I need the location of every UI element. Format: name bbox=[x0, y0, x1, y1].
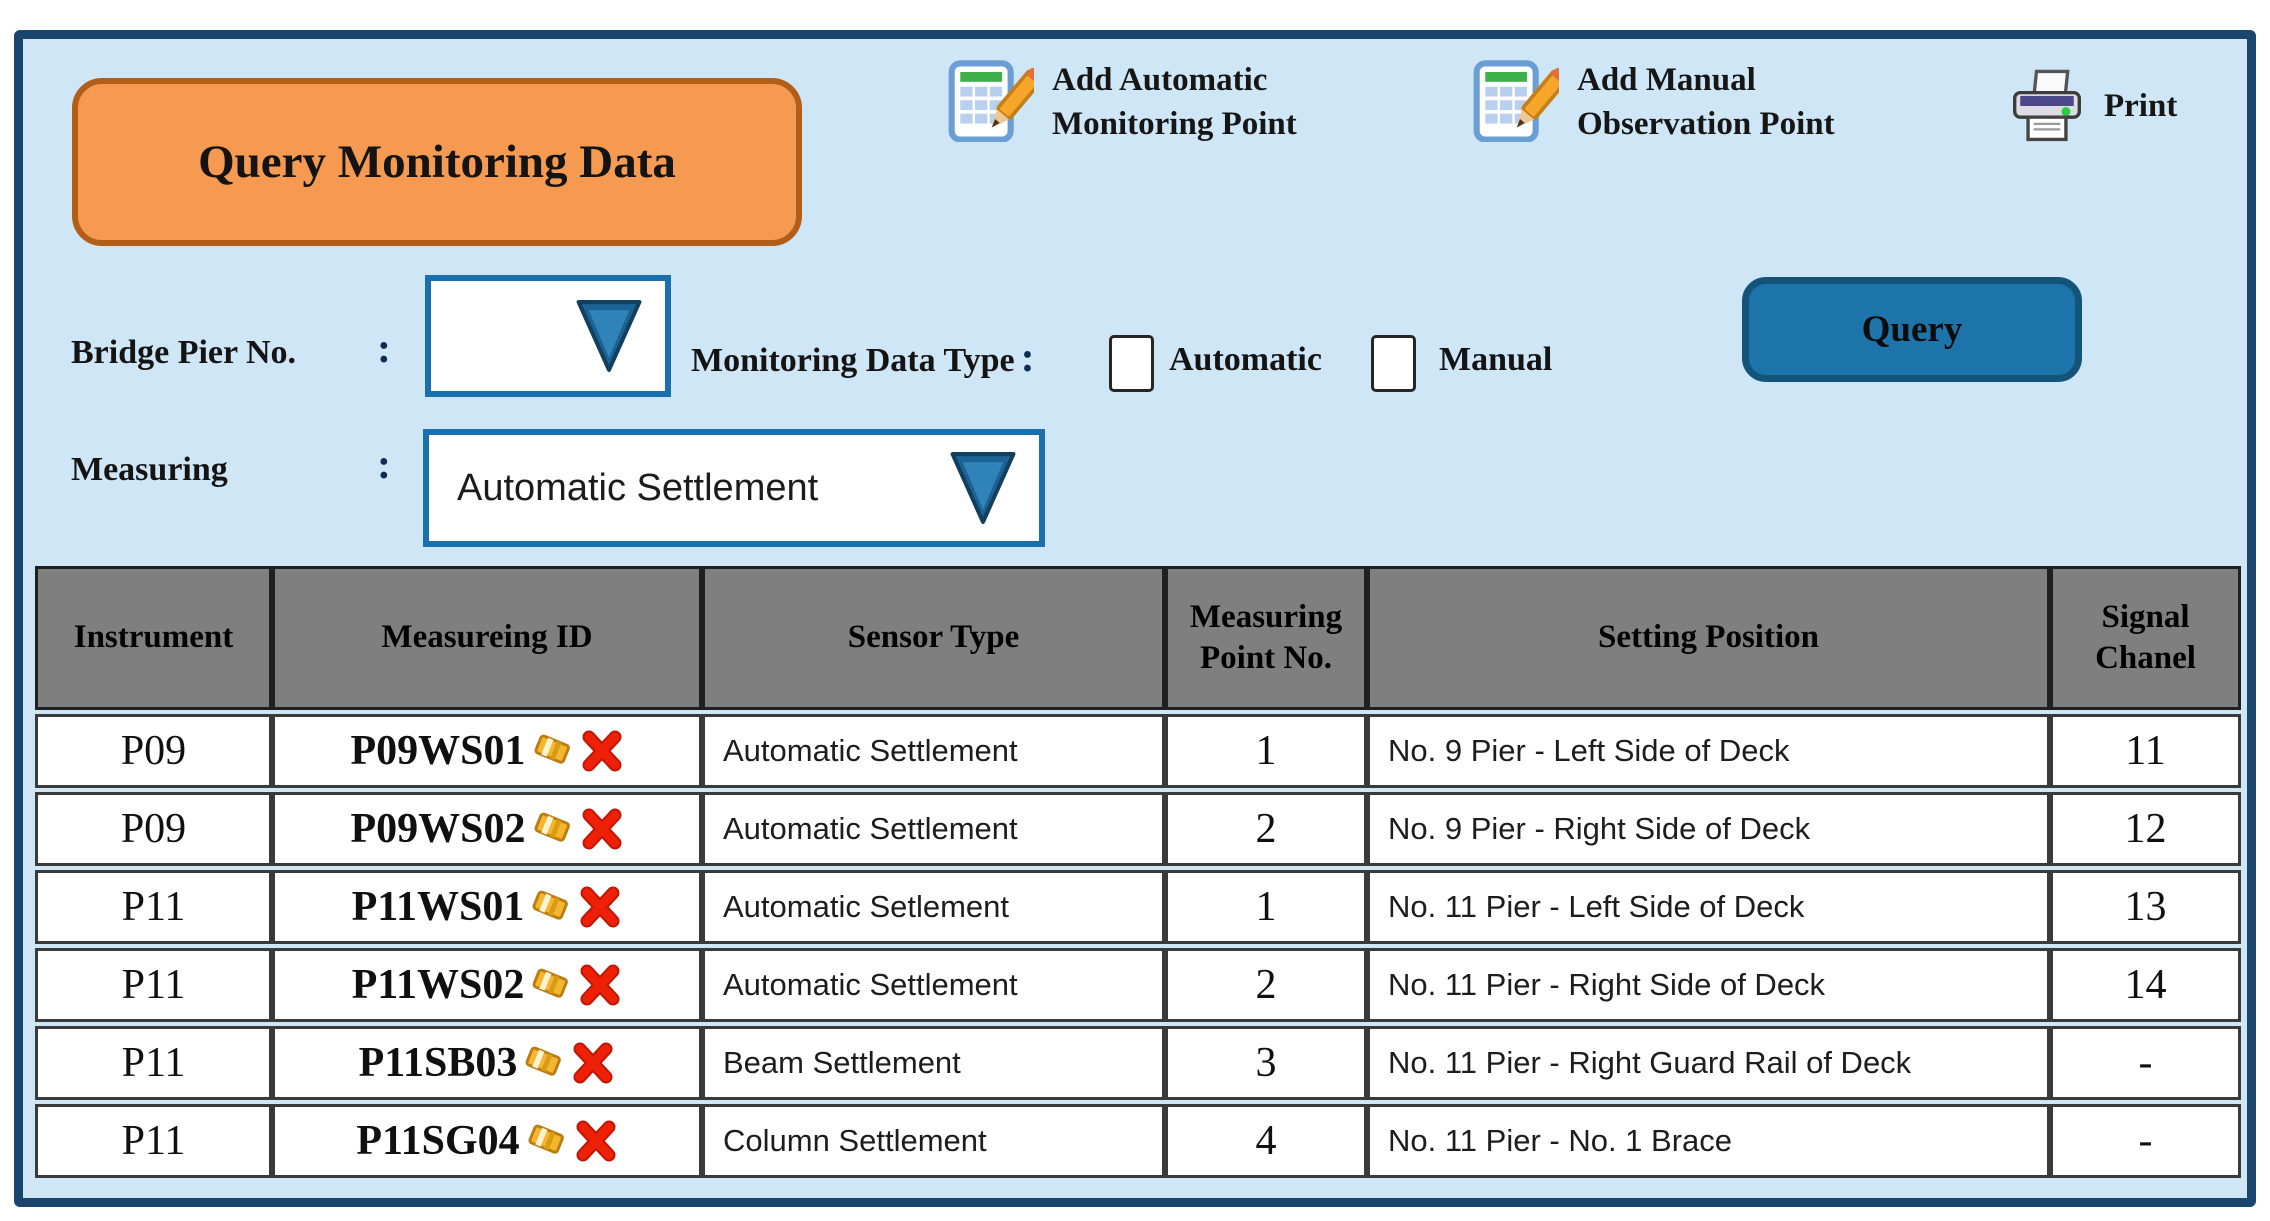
signal-chanel-cell: 12 bbox=[2050, 792, 2241, 866]
signal-chanel-cell: 14 bbox=[2050, 948, 2241, 1022]
bridge-pier-label: Bridge Pier No. bbox=[71, 334, 297, 371]
measuring-point-no-cell: 3 bbox=[1165, 1026, 1367, 1100]
header-measuring-point-no: Measuring Point No. bbox=[1165, 566, 1367, 710]
delete-icon[interactable] bbox=[578, 963, 622, 1007]
edit-tag-icon[interactable] bbox=[523, 1042, 565, 1084]
signal-chanel-cell: 11 bbox=[2050, 714, 2241, 788]
add-automatic-label-line1: Add Automatic bbox=[1052, 62, 1268, 98]
delete-icon[interactable] bbox=[578, 885, 622, 929]
measuring-id-value: P11SG04 bbox=[356, 1118, 520, 1164]
query-button[interactable]: Query bbox=[1742, 277, 2082, 382]
measuring-value: Automatic Settlement bbox=[457, 466, 819, 509]
bridge-pier-dropdown[interactable] bbox=[425, 275, 671, 397]
measuring-point-no-cell: 1 bbox=[1165, 714, 1367, 788]
manual-checkbox[interactable] bbox=[1371, 335, 1416, 392]
chevron-down-icon[interactable] bbox=[949, 451, 1017, 525]
setting-position-cell: No. 11 Pier - Left Side of Deck bbox=[1367, 870, 2050, 944]
add-automatic-label-line2: Monitoring Point bbox=[1052, 106, 1297, 142]
header-sensor-type: Sensor Type bbox=[702, 566, 1165, 710]
page-title-label: Query Monitoring Data bbox=[198, 136, 676, 188]
edit-tag-icon[interactable] bbox=[530, 964, 572, 1006]
measuring-id-cell: P11WS02 bbox=[272, 948, 702, 1022]
table-row: P11 P11WS02 Automatic Settlement 2 No. 1… bbox=[35, 948, 2241, 1022]
spreadsheet-pencil-icon bbox=[1473, 56, 1559, 142]
measuring-id-value: P09WS02 bbox=[350, 806, 526, 852]
sensor-type-cell: Automatic Setlement bbox=[702, 870, 1165, 944]
measuring-id-cell: P11SB03 bbox=[272, 1026, 702, 1100]
signal-chanel-cell: - bbox=[2050, 1104, 2241, 1178]
measuring-id-cell: P11SG04 bbox=[272, 1104, 702, 1178]
signal-chanel-cell: 13 bbox=[2050, 870, 2241, 944]
edit-tag-icon[interactable] bbox=[532, 730, 574, 772]
table-row: P11 P11SG04 Column Settlement 4 No. 11 P… bbox=[35, 1104, 2241, 1178]
instrument-cell: P09 bbox=[35, 792, 272, 866]
bridge-pier-colon: : bbox=[377, 326, 391, 372]
measuring-point-no-cell: 1 bbox=[1165, 870, 1367, 944]
edit-tag-icon[interactable] bbox=[532, 808, 574, 850]
add-manual-observation-point-button[interactable]: Add Manual Observation Point bbox=[1473, 56, 1835, 146]
measuring-label: Measuring bbox=[71, 451, 228, 488]
manual-checkbox-label: Manual bbox=[1439, 341, 1553, 378]
signal-chanel-cell: - bbox=[2050, 1026, 2241, 1100]
setting-position-cell: No. 9 Pier - Left Side of Deck bbox=[1367, 714, 2050, 788]
measuring-colon: : bbox=[377, 442, 391, 488]
add-manual-label-line1: Add Manual bbox=[1577, 62, 1756, 98]
printer-icon bbox=[2013, 69, 2081, 142]
table-row: P11 P11SB03 Beam Settlement 3 No. 11 Pie… bbox=[35, 1026, 2241, 1100]
header-measuring-id: Measureing ID bbox=[272, 566, 702, 710]
add-manual-label-line2: Observation Point bbox=[1577, 106, 1835, 142]
delete-icon[interactable] bbox=[580, 729, 624, 773]
instrument-cell: P09 bbox=[35, 714, 272, 788]
measuring-id-cell: P09WS01 bbox=[272, 714, 702, 788]
edit-tag-icon[interactable] bbox=[530, 886, 572, 928]
query-monitoring-panel: Query Monitoring Data Add Automatic Moni… bbox=[14, 30, 2256, 1207]
sensor-type-cell: Beam Settlement bbox=[702, 1026, 1165, 1100]
measuring-id-value: P11WS01 bbox=[351, 884, 525, 930]
table-header-row: Instrument Measureing ID Sensor Type Mea… bbox=[35, 566, 2241, 710]
instrument-cell: P11 bbox=[35, 1026, 272, 1100]
instrument-cell: P11 bbox=[35, 1104, 272, 1178]
header-instrument: Instrument bbox=[35, 566, 272, 710]
setting-position-cell: No. 11 Pier - Right Side of Deck bbox=[1367, 948, 2050, 1022]
sensor-type-cell: Column Settlement bbox=[702, 1104, 1165, 1178]
print-button[interactable]: Print bbox=[2008, 67, 2177, 145]
edit-tag-icon[interactable] bbox=[526, 1120, 568, 1162]
query-button-label: Query bbox=[1861, 309, 1963, 350]
page-title: Query Monitoring Data bbox=[72, 78, 802, 246]
monitoring-points-table: Instrument Measureing ID Sensor Type Mea… bbox=[35, 562, 2241, 1182]
table-row: P09 P09WS01 Automatic Settlement 1 No. 9… bbox=[35, 714, 2241, 788]
sensor-type-cell: Automatic Settlement bbox=[702, 948, 1165, 1022]
delete-icon[interactable] bbox=[574, 1119, 618, 1163]
automatic-checkbox-label: Automatic bbox=[1169, 341, 1322, 378]
data-type-colon: : bbox=[1020, 335, 1035, 381]
measuring-id-cell: P11WS01 bbox=[272, 870, 702, 944]
data-type-label: Monitoring Data Type: bbox=[691, 335, 1035, 381]
print-label: Print bbox=[2104, 88, 2178, 124]
table-row: P11 P11WS01 Automatic Setlement 1 No. 11… bbox=[35, 870, 2241, 944]
sensor-type-cell: Automatic Settlement bbox=[702, 714, 1165, 788]
automatic-checkbox[interactable] bbox=[1109, 335, 1154, 392]
delete-icon[interactable] bbox=[580, 807, 624, 851]
table-row: P09 P09WS02 Automatic Settlement 2 No. 9… bbox=[35, 792, 2241, 866]
measuring-point-no-cell: 2 bbox=[1165, 792, 1367, 866]
delete-icon[interactable] bbox=[571, 1041, 615, 1085]
setting-position-cell: No. 9 Pier - Right Side of Deck bbox=[1367, 792, 2050, 866]
instrument-cell: P11 bbox=[35, 870, 272, 944]
measuring-id-value: P11SB03 bbox=[358, 1040, 518, 1086]
measuring-point-no-cell: 4 bbox=[1165, 1104, 1367, 1178]
header-signal-chanel: Signal Chanel bbox=[2050, 566, 2241, 710]
header-setting-position: Setting Position bbox=[1367, 566, 2050, 710]
chevron-down-icon[interactable] bbox=[575, 299, 643, 373]
measuring-point-no-cell: 2 bbox=[1165, 948, 1367, 1022]
measuring-dropdown[interactable]: Automatic Settlement bbox=[423, 429, 1045, 547]
measuring-id-cell: P09WS02 bbox=[272, 792, 702, 866]
measuring-id-value: P11WS02 bbox=[351, 962, 525, 1008]
sensor-type-cell: Automatic Settlement bbox=[702, 792, 1165, 866]
measuring-id-value: P09WS01 bbox=[350, 728, 526, 774]
add-automatic-monitoring-point-button[interactable]: Add Automatic Monitoring Point bbox=[948, 56, 1297, 146]
instrument-cell: P11 bbox=[35, 948, 272, 1022]
spreadsheet-pencil-icon bbox=[948, 56, 1034, 142]
setting-position-cell: No. 11 Pier - Right Guard Rail of Deck bbox=[1367, 1026, 2050, 1100]
setting-position-cell: No. 11 Pier - No. 1 Brace bbox=[1367, 1104, 2050, 1178]
